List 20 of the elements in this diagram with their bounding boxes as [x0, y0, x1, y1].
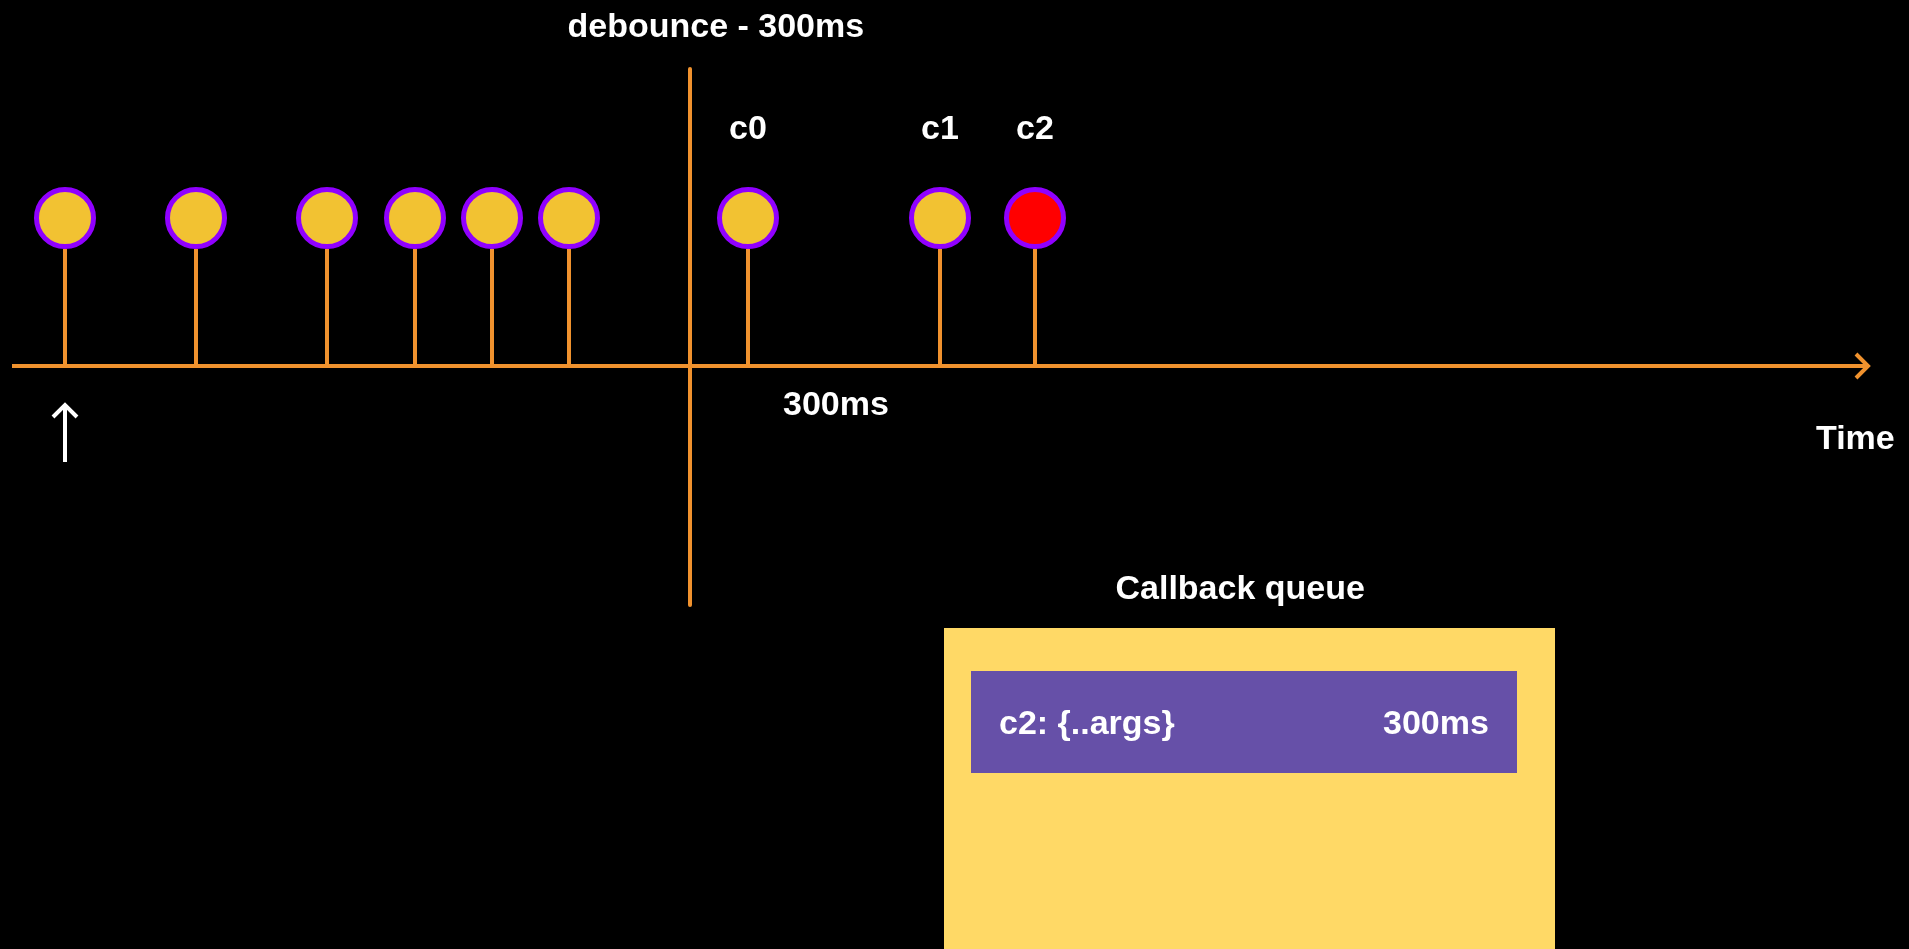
panel-heading: Callback queue: [1115, 570, 1365, 604]
event-label: c0: [729, 110, 767, 144]
queue-panel: [944, 628, 1555, 949]
lollipop-marker: [34, 187, 96, 364]
title: debounce - 300ms: [567, 8, 865, 42]
lollipop-marker: [461, 187, 523, 364]
queue-item: [971, 671, 1517, 773]
interval-label: 300ms: [783, 386, 889, 420]
event-label: c1: [921, 110, 959, 144]
event-label: c2: [1016, 110, 1054, 144]
item-delay: 300ms: [1383, 705, 1489, 739]
lollipop-marker: [909, 187, 971, 364]
item-name: c2: {..args}: [999, 705, 1175, 739]
lollipop-marker: [165, 187, 227, 364]
lollipop-marker: [538, 187, 600, 364]
lollipop-marker: [717, 187, 779, 364]
lollipop-marker: [1004, 187, 1066, 364]
lollipop-marker: [296, 187, 358, 364]
lollipop-marker: [384, 187, 446, 364]
axis-label: Time: [1816, 420, 1895, 454]
